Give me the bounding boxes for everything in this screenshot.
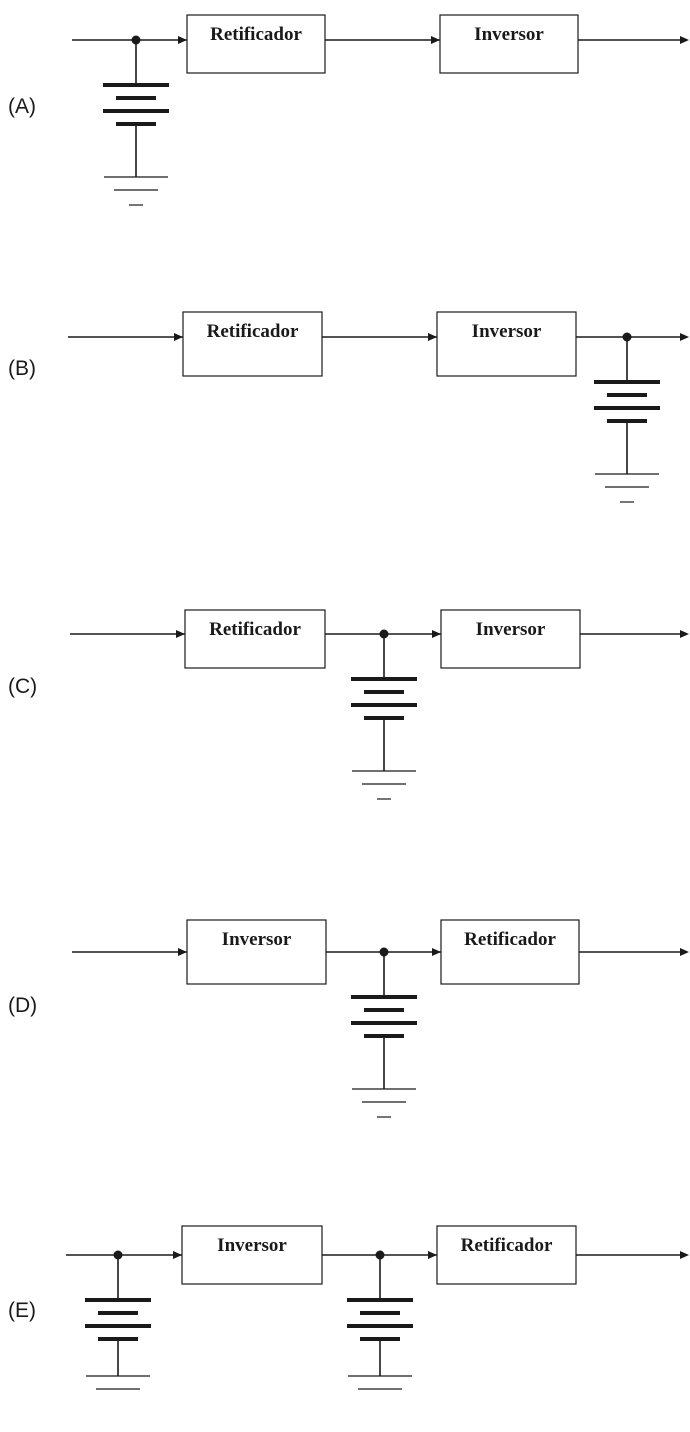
arrow-head [178,36,187,44]
block-retificador: Retificador [436,1225,577,1285]
option-label: (B) [8,357,36,380]
option-e: (E) Inversor Retificador [8,1225,689,1390]
block-label: Inversor [217,1235,287,1256]
arrow-head [178,948,187,956]
arrow-head [680,1251,689,1259]
block-box [436,311,577,377]
block-inversor: Inversor [439,14,579,74]
arrow-head [431,36,440,44]
block-retificador: Retificador [186,14,326,74]
block-box [436,1225,577,1285]
arrow-head [432,948,441,956]
block-box [440,919,580,985]
block-label: Retificador [464,929,556,950]
block-box [186,919,327,985]
battery-ground-branch [351,634,417,800]
arrow-head [173,1251,182,1259]
option-b: (B) Retificador Inversor [8,311,689,503]
arrow-head [680,630,689,638]
block-box [439,14,579,74]
option-label: (D) [8,994,37,1017]
battery-ground-branch [351,952,417,1118]
block-label: Inversor [476,619,546,640]
block-box [186,14,326,74]
battery-ground-branch [85,1255,151,1390]
arrow-head [174,333,183,341]
option-label: (C) [8,675,37,698]
block-box [182,311,323,377]
block-label: Retificador [209,619,301,640]
battery-ground-branch [103,40,169,206]
block-label: Inversor [472,321,542,342]
block-inversor: Inversor [436,311,577,377]
battery-ground-branch [347,1255,413,1390]
arrow-head [680,36,689,44]
block-inversor: Inversor [186,919,327,985]
option-a: (A) Retificador Inversor [8,14,689,206]
arrow-head [176,630,185,638]
arrow-head [428,333,437,341]
block-label: Inversor [474,24,544,45]
block-retificador: Retificador [182,311,323,377]
block-label: Retificador [207,321,299,342]
option-label: (E) [8,1299,36,1322]
option-label: (A) [8,95,36,118]
block-inversor: Inversor [440,609,581,669]
block-inversor: Inversor [181,1225,323,1285]
option-d: (D) Inversor Retificador [8,919,689,1118]
arrow-head [432,630,441,638]
block-label: Retificador [210,24,302,45]
block-box [181,1225,323,1285]
block-box [440,609,581,669]
arrow-head [680,948,689,956]
block-label: Retificador [461,1235,553,1256]
block-retificador: Retificador [440,919,580,985]
option-c: (C) Retificador Inversor [8,609,689,800]
block-retificador: Retificador [184,609,326,669]
arrow-head [428,1251,437,1259]
block-label: Inversor [222,929,292,950]
arrow-head [680,333,689,341]
block-box [184,609,326,669]
battery-ground-branch [594,337,660,503]
